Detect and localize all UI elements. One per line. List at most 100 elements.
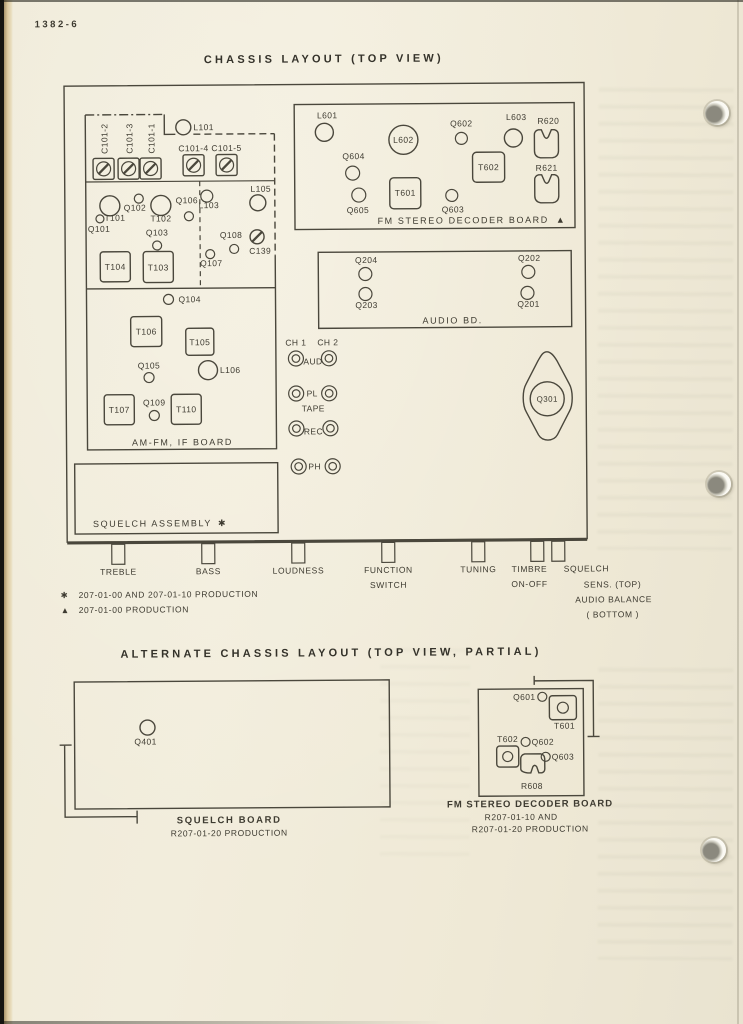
chassis-edge-bracket [59,744,138,824]
squelch-shaft [551,540,566,562]
treble-shaft [111,543,126,565]
q202-label: Q202 [518,253,540,263]
board-divider-line [86,286,276,290]
tuner-strip-line [85,180,275,183]
q605-transistor [351,187,367,203]
rec-jack-row: REC [288,420,339,437]
page-binding-edge [4,0,13,1024]
footnotes: ✱ 207-01-00 AND 207-01-10 PRODUCTION ▲ 2… [61,589,259,615]
q106-transistor [183,211,195,222]
q602-transistor [454,131,468,145]
jack-panel: CH 1 CH 2 AUD PL TAPE REC [285,337,341,475]
c101-5-label: C101-5 [211,143,241,153]
scan-edge-top [0,0,743,2]
if-board: L101 C101-2 C101-3 [84,113,278,451]
q108-transistor [229,243,240,255]
c101-4-label: C101-4 [178,143,208,153]
t601-label: T601 [554,721,575,731]
q204-transistor [358,266,373,282]
q109-label: Q109 [143,397,165,407]
t602-transformer [471,151,506,183]
squelch-board-production: R207-01-20 PRODUCTION [171,828,288,839]
t105-transformer [185,327,215,356]
ch2-label: CH 2 [317,337,338,347]
footnote-2-marker: ▲ [61,605,70,615]
pl-jack-ch2 [321,385,338,402]
q602-transistor [520,736,531,748]
trimmer-screw [95,161,112,177]
q106-label: Q106 [176,195,198,205]
timbre-label-2: ON-OFF [511,579,547,589]
c101-3-label: C101-3 [124,123,134,153]
t106-label: T106 [136,326,157,336]
rec-jack-ch1 [288,420,305,437]
if-board-label: AM-FM, IF BOARD [132,437,233,448]
trimmer-slot [251,231,263,243]
l105-label: L105 [250,184,271,194]
trimmer-body [117,157,140,180]
c139-label: C139 [249,246,271,256]
if-board-right-dashed [273,133,276,256]
q301-transistor: Q301 [522,351,573,441]
l101-coil [175,119,192,136]
q202-transistor [521,264,536,279]
ch1-label: CH 1 [285,337,306,347]
if-board-top-dashdot [85,113,165,116]
tape-label: TAPE [302,403,325,413]
ph-jack-ch2 [324,458,341,475]
q301-body [529,381,565,417]
trimmer-slot [97,163,110,175]
q401-label: Q401 [134,737,156,747]
l603-label: L603 [506,112,527,122]
trimmer-screw [120,161,137,177]
r621-label: R621 [536,163,558,173]
r608-label: R608 [521,781,543,791]
q604-transistor [345,165,361,181]
squelch-assembly-outline [73,461,279,535]
t104-label: T104 [105,262,126,272]
l101-label: L101 [193,122,214,132]
q203-transistor [358,286,373,302]
t601-core [556,701,569,714]
q301-flange [522,351,573,441]
r621-pot [533,174,560,204]
l106-coil [197,359,219,381]
q204-label: Q204 [355,255,377,265]
t602-label: T602 [497,734,518,744]
page-edge-right [737,0,739,1024]
chassis-bottom-edge [67,538,588,545]
rec-jack-ch2-pin [326,423,335,433]
main-chassis: TREBLE BASS LOUDNESS FUNCTION SWITCH TUN… [63,81,652,620]
aud-jack-ch2-pin [324,353,334,363]
page-number: 1382-6 [35,19,80,30]
l601-coil [314,122,335,143]
q102-transistor [133,193,144,204]
t102-label: T102 [150,213,171,223]
ph-jack-ch1 [290,458,307,475]
q201-label: Q201 [517,299,539,309]
loudness-shaft [291,542,306,564]
trimmer-c101-2: C101-2 [92,124,115,181]
trimmer-screw [218,157,235,173]
alt-decoder-outline [477,687,585,797]
rec-label: REC [304,426,323,436]
squelch-assembly-label-text: SQUELCH ASSEMBLY [93,518,212,529]
fm-decoder-board: L601 L602 Q602 L603 R620 Q604 T602 R621 … [293,101,576,231]
q201-transistor [520,285,535,301]
trimmer-body [215,153,238,177]
t101-label: T101 [104,213,125,223]
trimmer-c101-5: C101-5 [211,143,242,177]
trimmer-slot [220,159,233,171]
l602-label: L602 [393,135,414,145]
control-labels: TREBLE BASS LOUDNESS FUNCTION SWITCH TUN… [100,563,652,619]
trimmer-slot [122,163,135,175]
squelch-label-4: ( BOTTOM ) [586,609,639,619]
q601-label: Q601 [513,692,535,702]
t601-transformer [388,176,422,210]
alt-title: ALTERNATE CHASSIS LAYOUT (TOP VIEW, PART… [120,646,541,661]
q103-label: Q103 [146,227,168,237]
t601-transformer [548,694,578,721]
t106-transformer [129,315,163,348]
l105-coil [249,194,267,212]
